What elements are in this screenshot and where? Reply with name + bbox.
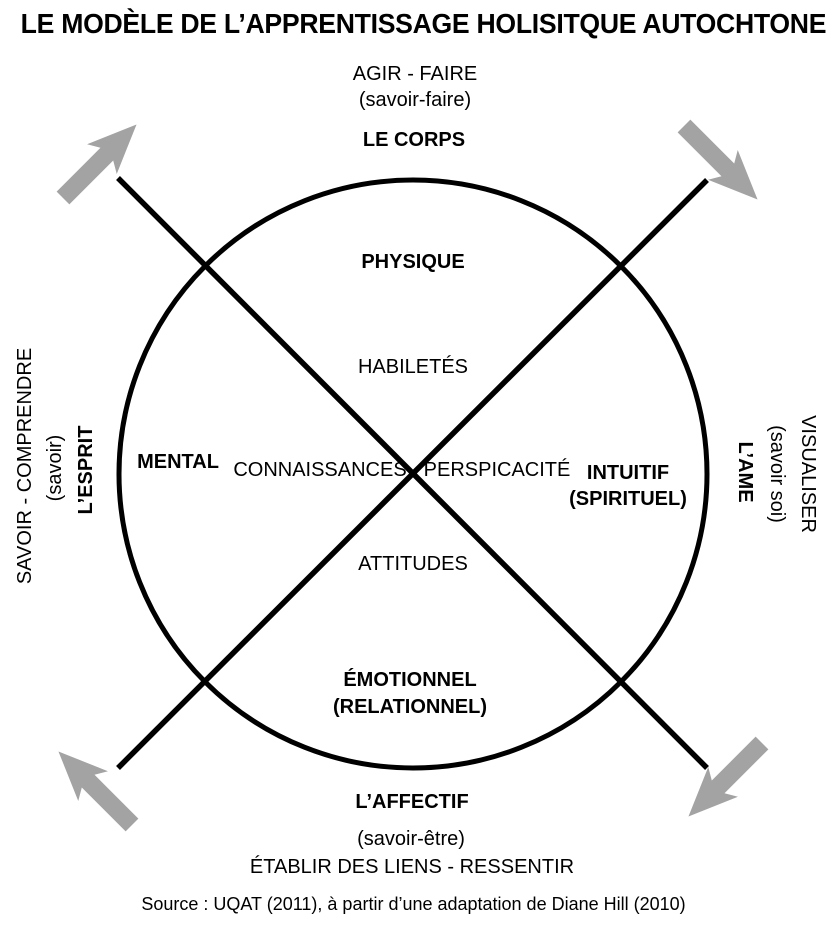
emotionnel-line1: ÉMOTIONNEL (343, 669, 477, 691)
bottom-aspect-label: L’AFFECTIF (355, 791, 469, 813)
emotionnel-line2: (RELATIONNEL) (332, 696, 488, 718)
top-aspect-label: LE CORPS (362, 129, 466, 151)
left-direction-label: SAVOIR - COMPRENDRE (14, 347, 36, 585)
top-direction-label: AGIR - FAIRE (352, 63, 478, 85)
right-savoir-label: (savoir soi) (766, 425, 788, 523)
bottom-savoir-label: (savoir-être) (357, 828, 465, 850)
learning-circle (116, 177, 710, 771)
diagonal-line-ne-sw (116, 178, 709, 770)
attitudes-label: ATTITUDES (358, 553, 468, 575)
emotionnel-label: ÉMOTIONNEL (RELATIONNEL) (333, 667, 487, 721)
right-direction-label: VISUALISER (797, 415, 819, 533)
perspicacite-label: PERSPICACITÉ (423, 459, 571, 481)
arrow-top-left-icon (56, 124, 137, 205)
right-aspect-label: L’AME (734, 441, 756, 503)
bottom-direction-label: ÉTABLIR DES LIENS - RESSENTIR (249, 856, 575, 878)
arrow-top-right-icon (677, 119, 758, 200)
left-aspect-label: L’ESPRIT (75, 425, 97, 515)
left-savoir-label: (savoir) (44, 434, 66, 502)
arrow-bottom-right-icon (688, 736, 769, 817)
arrow-bottom-left-icon (58, 751, 139, 832)
intuitif-line1: INTUITIF (586, 462, 670, 484)
habiletes-label: HABILETÉS (357, 356, 469, 378)
mental-label: MENTAL (137, 451, 219, 473)
source-credit: Source : UQAT (2011), à partir d’une ada… (141, 894, 686, 914)
intuitif-line2: (SPIRITUEL) (569, 488, 687, 510)
connaissances-label: CONNAISSANCES (233, 459, 407, 481)
top-savoir-label: (savoir-faire) (358, 89, 472, 111)
physique-label: PHYSIQUE (361, 251, 465, 273)
intuitif-label: INTUITIF (SPIRITUEL) (569, 460, 687, 512)
page-title: LE MODÈLE DE L’APPRENTISSAGE HOLISITQUE … (20, 8, 827, 39)
